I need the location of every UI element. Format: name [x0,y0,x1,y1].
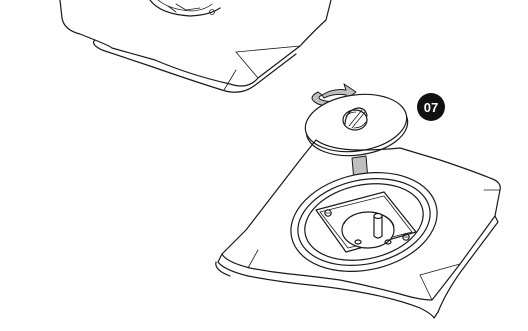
earth-pin [374,214,382,239]
socket [282,160,447,285]
previous-step-panel [60,0,331,92]
step-number: 07 [424,100,438,115]
step-badge: 07 [417,93,445,121]
